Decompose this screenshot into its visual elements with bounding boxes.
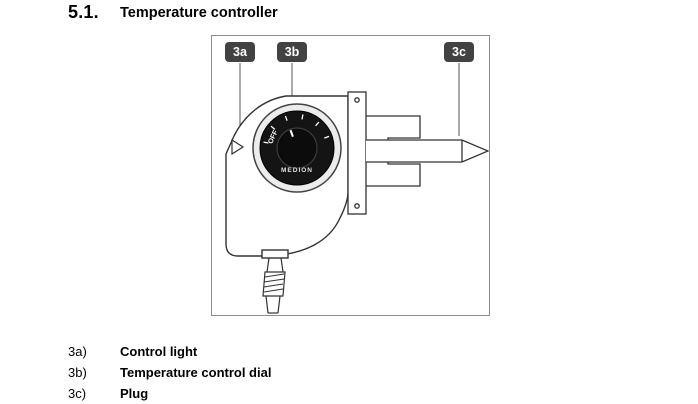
device-diagram: OFF MEDION bbox=[225, 63, 489, 314]
control-light-indicator bbox=[231, 138, 245, 156]
screw-icon bbox=[354, 203, 360, 209]
legend-key: 3a) bbox=[68, 344, 87, 359]
legend-item-plug: 3c) Plug bbox=[68, 383, 271, 404]
legend-key: 3c) bbox=[68, 386, 87, 401]
brand-logo-text: MEDION bbox=[281, 167, 313, 174]
screw-icon bbox=[354, 97, 360, 103]
legend-item-control-light: 3a) Control light bbox=[68, 341, 271, 362]
legend-item-temperature-dial: 3b) Temperature control dial bbox=[68, 362, 271, 383]
dial-tick-marks bbox=[263, 114, 330, 144]
dial-pointer bbox=[289, 129, 294, 138]
section-number: 5.1. bbox=[68, 2, 99, 22]
temperature-dial: OFF MEDION bbox=[252, 103, 342, 193]
cable-boss bbox=[261, 249, 289, 259]
power-cable bbox=[262, 257, 286, 314]
legend-label: Temperature control dial bbox=[120, 365, 272, 380]
plug-probe bbox=[366, 139, 489, 163]
dial-knob bbox=[276, 127, 318, 169]
legend-key: 3b) bbox=[68, 365, 87, 380]
callout-badge-3b: 3b bbox=[277, 42, 307, 62]
legend: 3a) Control light 3b) Temperature contro… bbox=[68, 341, 271, 404]
page-title: Temperature controller bbox=[120, 5, 278, 21]
callout-badge-3a: 3a bbox=[225, 42, 255, 62]
mounting-plate bbox=[347, 91, 367, 215]
callout-badge-3c: 3c bbox=[444, 42, 474, 62]
connector-hatching bbox=[263, 273, 285, 293]
figure-temperature-controller: OFF MEDION 3a 3b 3c bbox=[211, 35, 490, 316]
legend-label: Control light bbox=[120, 344, 198, 359]
legend-label: Plug bbox=[120, 386, 149, 401]
